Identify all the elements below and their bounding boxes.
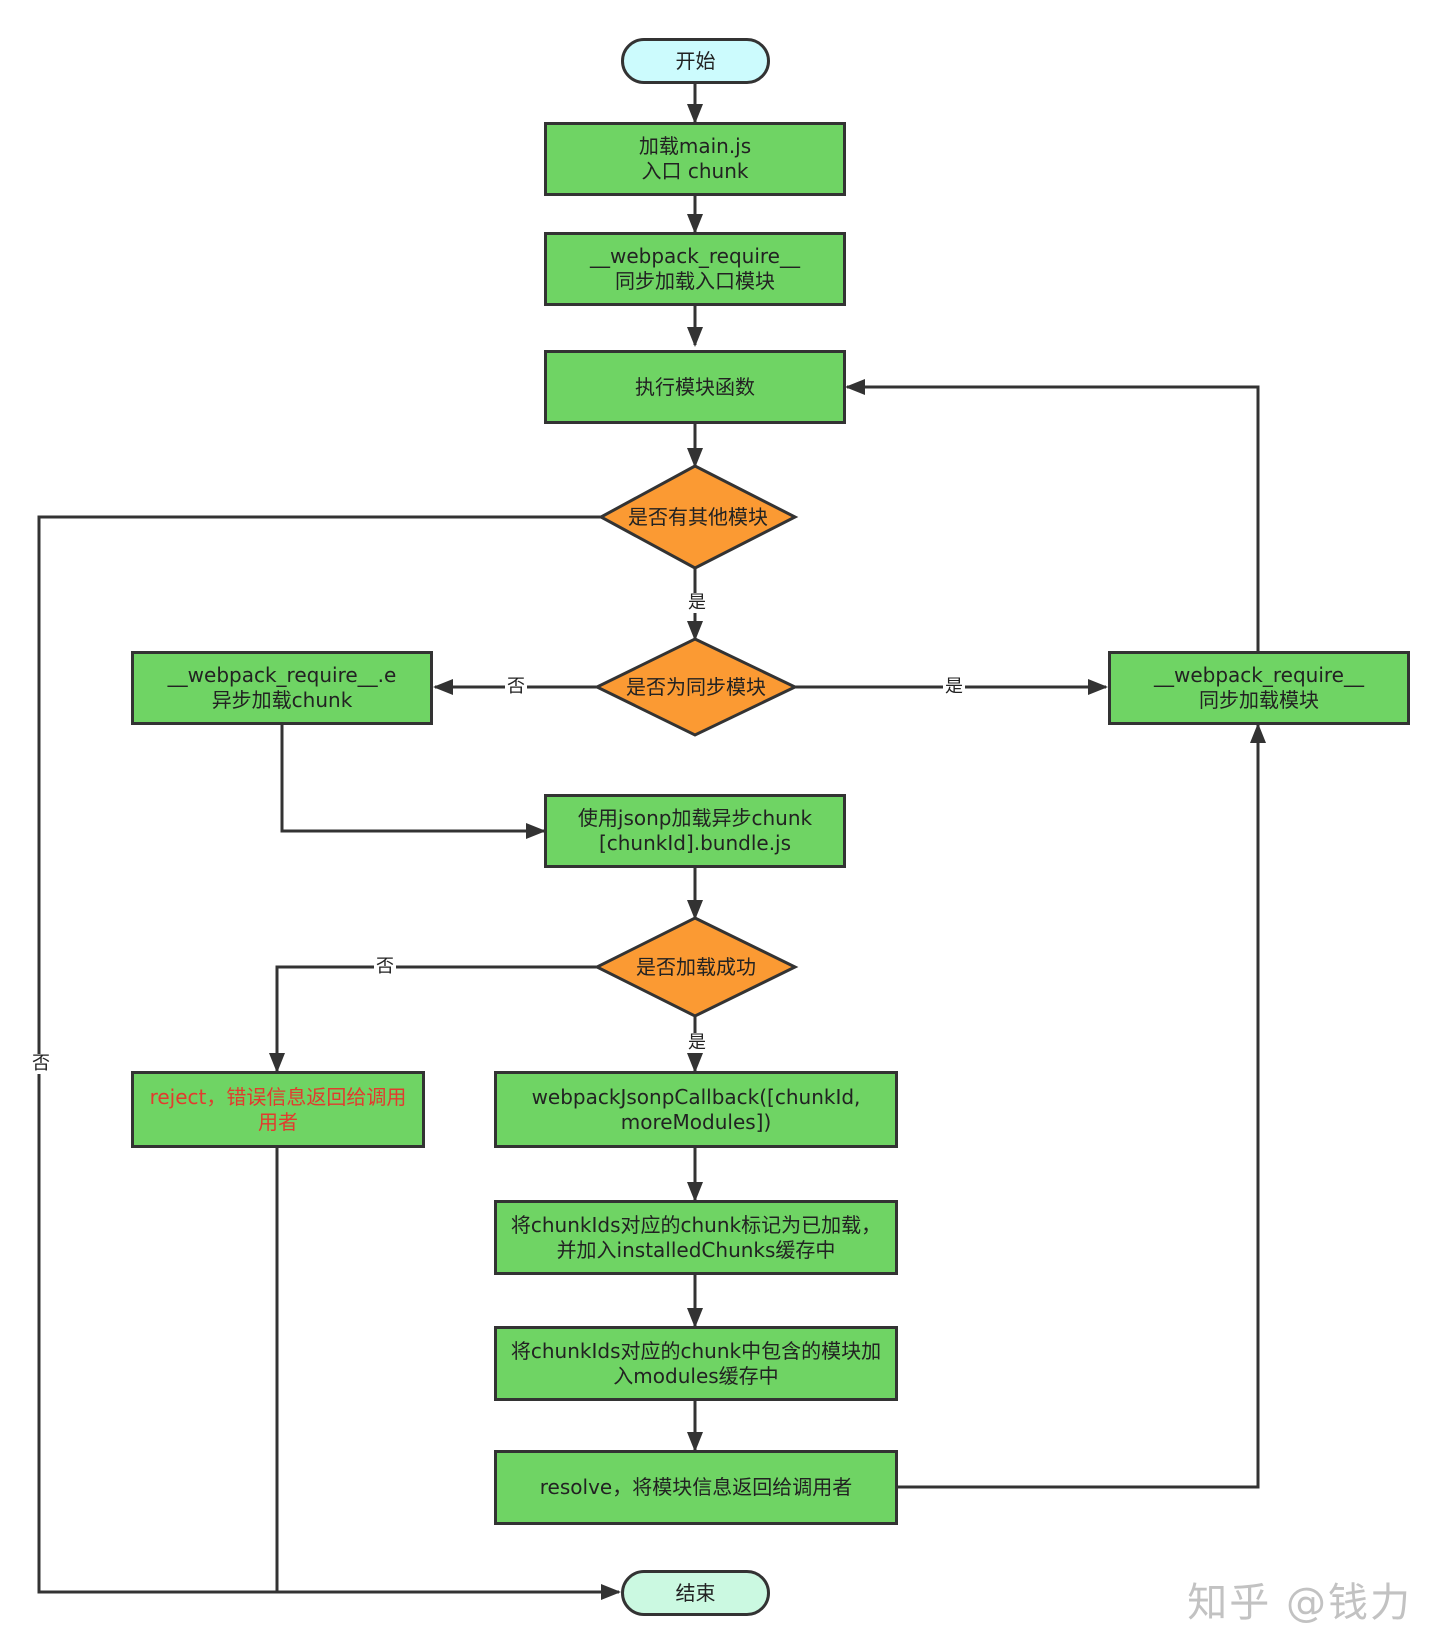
sync-require-entry-node: __webpack_require__ 同步加载入口模块	[544, 232, 846, 306]
async-require-line2: 异步加载chunk	[211, 688, 353, 712]
load-main-node: 加载main.js 入口 chunk	[544, 122, 846, 196]
edge-label-no-other: 否	[30, 1053, 52, 1074]
is-sync-module-label-box: 是否为同步模块	[597, 673, 795, 701]
jsonp-load-node: 使用jsonp加载异步chunk [chunkId].bundle.js	[544, 794, 846, 868]
watermark: 知乎 @钱力	[1187, 1580, 1412, 1626]
sync-require-entry-line1: __webpack_require__	[590, 244, 800, 268]
sync-require-module-line1: __webpack_require__	[1154, 663, 1364, 687]
has-other-modules-label: 是否有其他模块	[628, 504, 768, 529]
async-require-line1: __webpack_require__.e	[167, 663, 397, 687]
reject-node: reject，错误信息返回给调用 用者	[131, 1071, 425, 1148]
load-success-label-box: 是否加载成功	[597, 953, 795, 981]
mark-installed-node: 将chunkIds对应的chunk标记为已加载， 并加入installedChu…	[494, 1200, 898, 1275]
edge-label-no-success: 否	[374, 956, 396, 977]
load-main-line2: 入口 chunk	[641, 159, 749, 183]
load-success-label: 是否加载成功	[636, 954, 756, 979]
jsonp-load-line1: 使用jsonp加载异步chunk	[577, 806, 813, 830]
mark-installed-line2: 并加入installedChunks缓存中	[556, 1237, 836, 1262]
edge-label-yes-success: 是	[686, 1032, 708, 1053]
add-modules-line2: 入modules缓存中	[613, 1363, 779, 1388]
start-label: 开始	[675, 48, 716, 73]
edge-label-yes-sync: 是	[943, 676, 965, 697]
mark-installed-line1: 将chunkIds对应的chunk标记为已加载，	[510, 1212, 882, 1237]
exec-module-node: 执行模块函数	[544, 350, 846, 424]
load-main-line1: 加载main.js	[638, 134, 752, 158]
resolve-node: resolve，将模块信息返回给调用者	[494, 1450, 898, 1525]
end-label: 结束	[675, 1580, 716, 1605]
edge-sync-module-to-exec	[845, 379, 1260, 651]
async-require-node: __webpack_require__.e 异步加载chunk	[131, 651, 433, 725]
reject-line1: reject，错误信息返回给调用	[149, 1084, 407, 1109]
start-node: 开始	[621, 38, 770, 84]
sync-require-module-node: __webpack_require__ 同步加载模块	[1108, 651, 1410, 725]
add-modules-node: 将chunkIds对应的chunk中包含的模块加 入modules缓存中	[494, 1326, 898, 1401]
edge-label-no-sync: 否	[505, 676, 527, 697]
jsonp-callback-line2: moreModules])	[620, 1109, 772, 1134]
sync-require-module-line2: 同步加载模块	[1199, 688, 1319, 712]
end-node: 结束	[621, 1570, 770, 1616]
decision-is-sync-shape	[593, 637, 799, 737]
resolve-label: resolve，将模块信息返回给调用者	[539, 1475, 853, 1499]
edge-label-yes-other: 是	[686, 592, 708, 613]
edge-resolve-to-sync-module	[898, 723, 1266, 1489]
exec-module-label: 执行模块函数	[635, 374, 755, 399]
jsonp-load-line2: [chunkId].bundle.js	[598, 831, 792, 855]
edge-success-to-reject	[269, 965, 597, 1073]
has-other-modules-label-box: 是否有其他模块	[601, 503, 795, 531]
edge-async-to-jsonp	[280, 725, 546, 839]
jsonp-callback-line1: webpackJsonpCallback([chunkId,	[531, 1084, 861, 1109]
is-sync-module-label: 是否为同步模块	[626, 674, 766, 699]
sync-require-entry-line2: 同步加载入口模块	[615, 269, 775, 293]
jsonp-callback-node: webpackJsonpCallback([chunkId, moreModul…	[494, 1071, 898, 1148]
reject-line2: 用者	[257, 1109, 298, 1134]
add-modules-line1: 将chunkIds对应的chunk中包含的模块加	[510, 1338, 882, 1363]
